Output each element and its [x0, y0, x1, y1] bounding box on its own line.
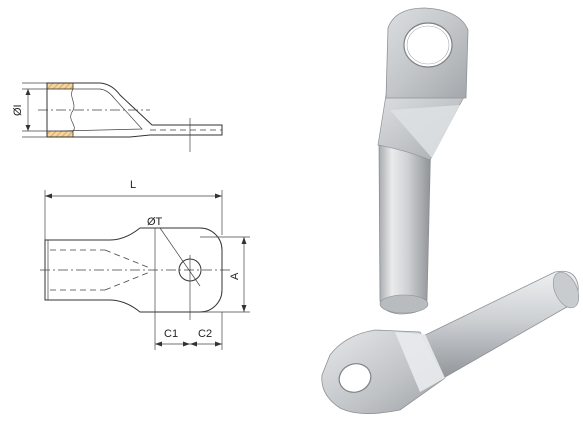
side-view-drawing: ØI [12, 82, 223, 152]
c1-label: C1 [164, 328, 178, 340]
diameter-inner-label: ØI [12, 104, 24, 116]
length-label: L [130, 179, 136, 191]
lying-cable-lug-image [321, 270, 580, 414]
c2-label: C2 [198, 328, 212, 340]
top-view-drawing: L ØT A C1 C2 [40, 179, 250, 350]
upright-cable-lug-image [377, 7, 469, 315]
width-label: A [229, 272, 241, 280]
hole-diameter-label: ØT [147, 216, 163, 228]
